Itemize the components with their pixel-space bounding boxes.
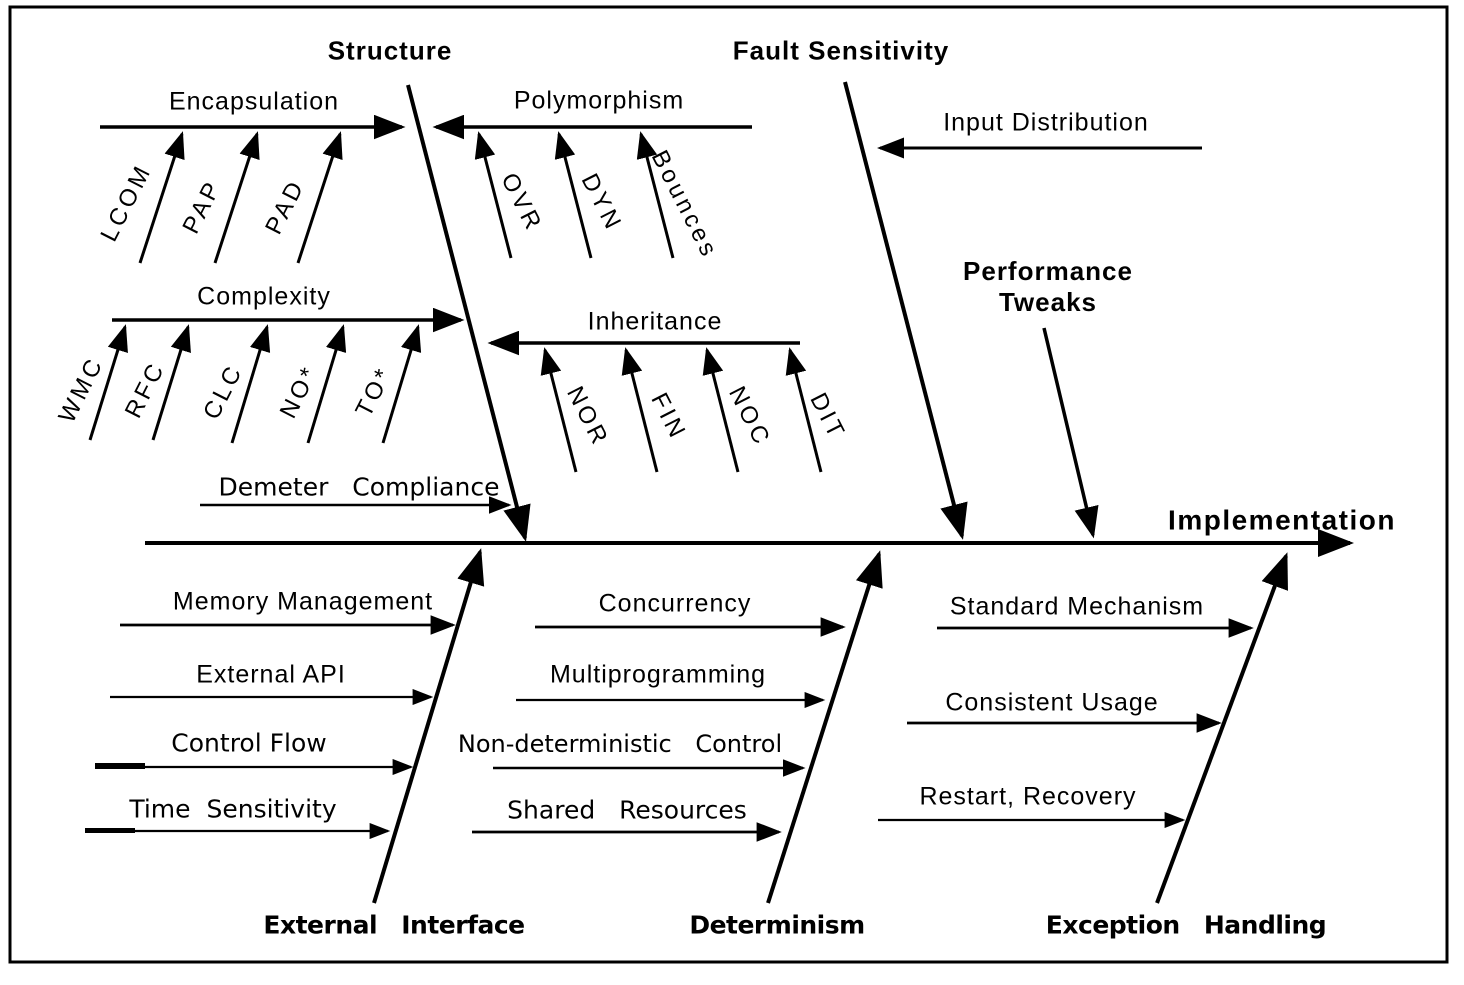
cause-label-input-distribution: Input Distribution	[943, 108, 1149, 137]
fin-arrow	[621, 347, 659, 473]
fault-sensitivity-branch-line	[843, 81, 968, 540]
ovr-arrow	[474, 131, 513, 259]
cause-label-restart-recovery: Restart, Recovery	[919, 782, 1137, 811]
structure-branch-line	[406, 84, 531, 542]
branch-label-fault-sensitivity: Fault Sensitivity	[732, 35, 950, 66]
external-interface-branch-line	[372, 548, 485, 904]
cause-label-standard-mechanism: Standard Mechanism	[949, 592, 1205, 621]
branch-label-exception-handling: Exception Handling	[1045, 910, 1327, 940]
cause-label-shared-resources: Shared Resources	[507, 795, 747, 825]
cause-label-external-api: External API	[196, 660, 346, 689]
to-arrow	[381, 324, 422, 444]
bounces-arrow	[636, 131, 675, 259]
lcom-arrow	[138, 131, 185, 264]
pap-arrow	[213, 131, 260, 264]
figure-border	[8, 5, 1449, 964]
rfc-arrow	[151, 324, 191, 441]
cause-label-consistent-usage: Consistent Usage	[945, 688, 1159, 717]
spine-label-implementation: Implementation	[1168, 504, 1396, 536]
determinism-branch-line	[766, 550, 883, 904]
cause-label-time-sensitivity: Time Sensitivity	[129, 794, 337, 824]
pad-arrow	[296, 131, 343, 264]
cause-label-concurrency: Concurrency	[598, 589, 752, 618]
clc-arrow	[230, 324, 271, 444]
cause-label-polymorphism: Polymorphism	[513, 86, 685, 115]
cause-label-complexity: Complexity	[197, 282, 331, 311]
noc-arrow	[702, 347, 740, 473]
cause-label-control-flow: Control Flow	[171, 728, 327, 758]
performance-tweaks-arrow	[1042, 327, 1099, 539]
dit-arrow	[785, 347, 823, 473]
nor-arrow	[540, 347, 578, 473]
cause-label-demeter-compliance: Demeter Compliance	[218, 472, 500, 502]
dyn-arrow	[554, 131, 593, 259]
cause-label-memory-management: Memory Management	[172, 587, 434, 616]
branch-label-external-interface: External Interface	[263, 910, 525, 940]
cause-label-inheritance: Inheritance	[587, 307, 723, 336]
time-sensitivity-stub	[85, 828, 135, 833]
cause-label-nondeterministic-control: Non-deterministic Control	[457, 729, 783, 758]
control-flow-stub	[95, 763, 145, 769]
cause-label-encapsulation: Encapsulation	[168, 87, 340, 116]
cause-label-multiprogramming: Multiprogramming	[549, 660, 767, 689]
no-arrow	[306, 324, 347, 444]
branch-label-performance-tweaks: Performance Tweaks	[963, 255, 1133, 317]
branch-label-structure: Structure	[327, 35, 453, 66]
branch-label-determinism: Determinism	[689, 910, 865, 940]
wmc-arrow	[88, 324, 128, 441]
